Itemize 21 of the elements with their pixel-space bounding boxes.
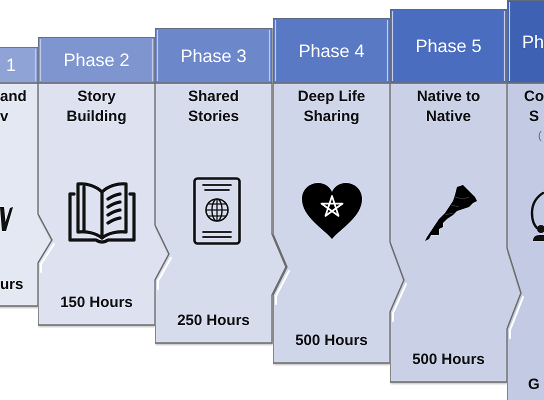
phase-title: Shared Stories — [187, 87, 240, 127]
phase-hours: urs — [0, 275, 24, 295]
phase-hours: 150 Hours — [59, 293, 134, 313]
phase-heading: Ph — [522, 30, 544, 54]
phase-hours: 500 Hours — [411, 350, 486, 370]
phase-heading: Phase 5 — [414, 35, 483, 58]
phase-heading: Phase 4 — [297, 40, 366, 62]
phase-heading: 1 — [6, 54, 18, 77]
phase-hours: 250 Hours — [176, 311, 251, 331]
phase-subtitle: ( — [538, 130, 543, 143]
phase-title: Co S — [524, 87, 544, 127]
phase-heading: Phase 2 — [62, 49, 131, 72]
phase-title: Story Building — [66, 87, 128, 127]
phase-heading: Phase 3 — [179, 44, 248, 68]
phase-hours: G — [528, 375, 541, 395]
phase-title: Native to Native — [416, 87, 482, 127]
phase-column — [155, 28, 289, 346]
phase-hours: 500 Hours — [294, 331, 369, 351]
phase-column — [507, 0, 544, 400]
phase-title: and v — [0, 87, 28, 127]
phase-title: Deep Life Sharing — [296, 87, 366, 127]
